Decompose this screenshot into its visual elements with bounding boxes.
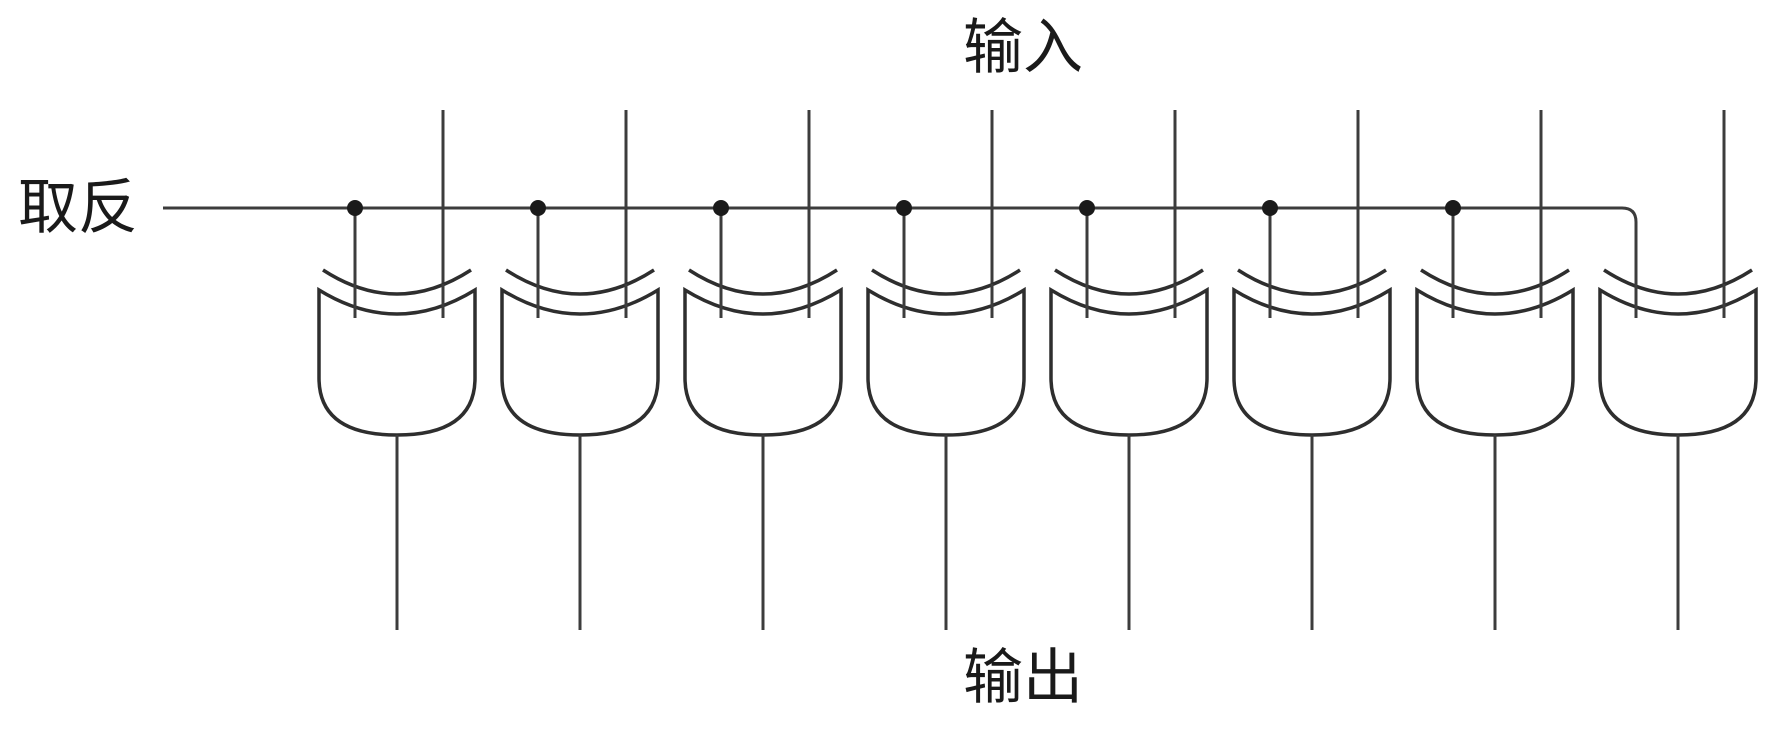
output-label: 输出 [963, 643, 1083, 713]
junction-dot-5 [1079, 200, 1095, 216]
xor-extra-curve-1 [322, 268, 472, 296]
xor-gate-5 [1049, 286, 1209, 437]
input-label: 输入 [963, 13, 1083, 83]
xor-gate-8 [1598, 286, 1758, 437]
xor-gate-7 [1415, 286, 1575, 437]
xor-extra-curve-6 [1237, 268, 1387, 296]
xor-extra-curve-8 [1603, 268, 1753, 296]
junction-dot-2 [530, 200, 546, 216]
invert-label: 取反 [18, 173, 138, 243]
xor-gate-4 [866, 286, 1026, 437]
xor-extra-curve-7 [1420, 268, 1570, 296]
xor-gate-2 [500, 286, 660, 437]
invert-rail [163, 206, 1638, 310]
xor-extra-curve-3 [688, 268, 838, 296]
junction-dot-6 [1262, 200, 1278, 216]
xor-gate-6 [1232, 286, 1392, 437]
xor-gate-1 [317, 286, 477, 437]
junction-dot-3 [713, 200, 729, 216]
xor-extra-curve-5 [1054, 268, 1204, 296]
xor-extra-curve-2 [505, 268, 655, 296]
junction-dot-1 [347, 200, 363, 216]
junction-dot-4 [896, 200, 912, 216]
xor-gate-3 [683, 286, 843, 437]
junction-dot-7 [1445, 200, 1461, 216]
xor-extra-curve-4 [871, 268, 1021, 296]
